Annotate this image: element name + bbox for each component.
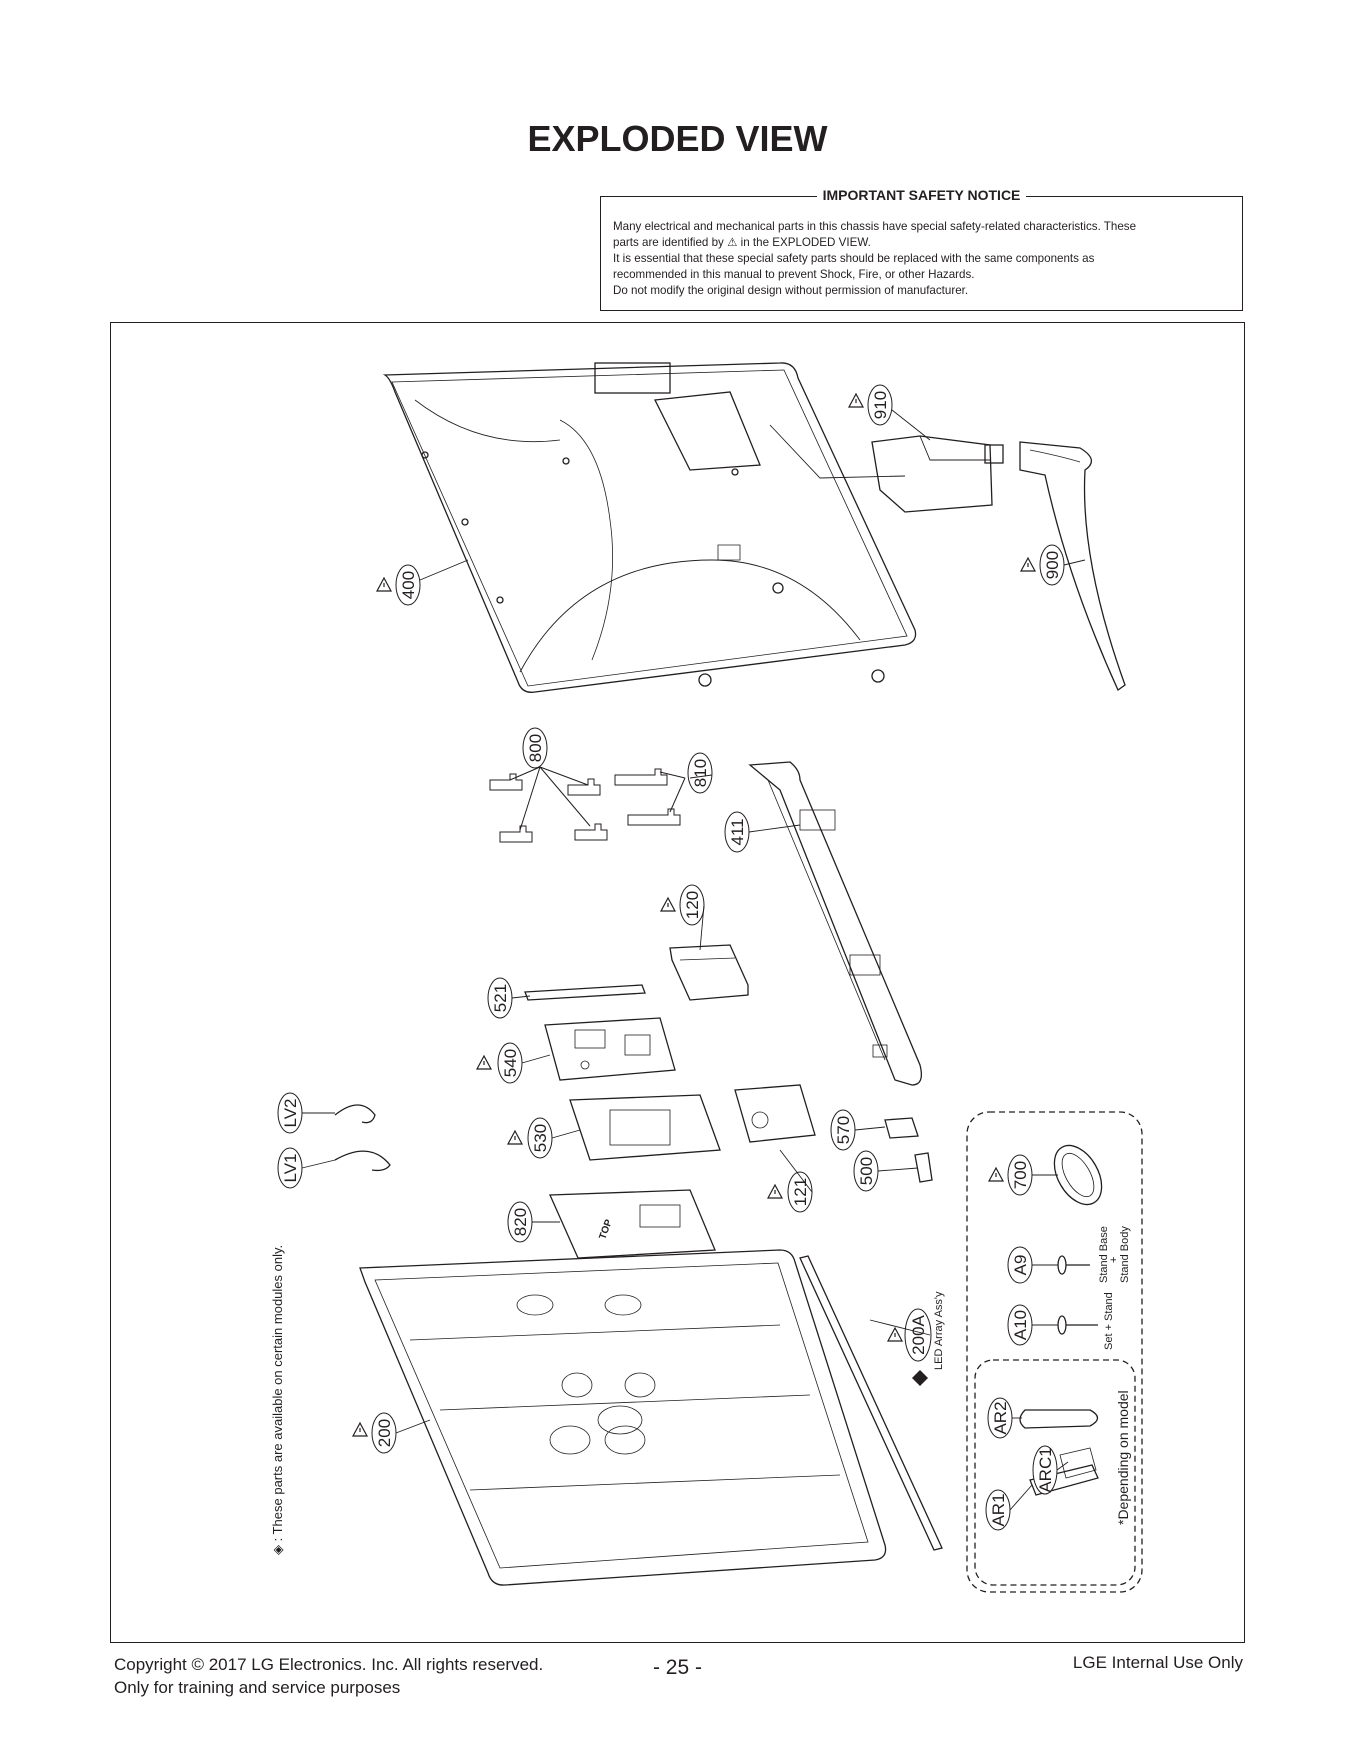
part-number: 121 xyxy=(791,1178,810,1206)
notice-line: It is essential that these special safet… xyxy=(613,252,1095,265)
sheet-820-drawing xyxy=(549,1189,716,1259)
part-number: 910 xyxy=(871,391,890,419)
callout-AR1: AR1 xyxy=(985,1489,1011,1531)
copyright-text: Copyright © 2017 LG Electronics. Inc. Al… xyxy=(114,1655,544,1674)
safety-notice-box: IMPORTANT SAFETY NOTICE Many electrical … xyxy=(600,187,1243,311)
clips-800-drawing xyxy=(489,766,686,843)
callout-120: 120 xyxy=(679,884,705,926)
main-board-drawing xyxy=(544,1017,676,1081)
top-mark: TOP xyxy=(597,1218,614,1241)
safety-notice-title: IMPORTANT SAFETY NOTICE xyxy=(816,187,1027,203)
callout-700: 700 xyxy=(1007,1154,1033,1196)
power-board-drawing xyxy=(569,1084,816,1161)
remote-ar1-drawing xyxy=(1029,1447,1099,1496)
callout-LV2: LV2 xyxy=(277,1092,303,1134)
safety-notice-body: Many electrical and mechanical parts in … xyxy=(613,219,1230,299)
part-number: LV2 xyxy=(281,1099,300,1128)
callout-530: 530 xyxy=(527,1117,553,1159)
callout-820: 820 xyxy=(507,1201,533,1243)
notice-line: recommended in this manual to prevent Sh… xyxy=(613,268,975,281)
internal-use-label: LGE Internal Use Only xyxy=(1072,1653,1243,1672)
callout-200: 200 xyxy=(371,1412,397,1454)
set-stand-label: Set + Stand xyxy=(1103,1292,1115,1350)
callout-910: 910 xyxy=(867,384,893,426)
exploded-view-frame xyxy=(110,322,1245,1643)
screw-a10-drawing xyxy=(1057,1315,1098,1335)
callout-800: 800 xyxy=(522,727,548,769)
cover-411-drawing xyxy=(748,761,923,1086)
part-number: 120 xyxy=(683,891,702,919)
callout-200A: 200A xyxy=(904,1308,932,1362)
part-number: A9 xyxy=(1011,1255,1030,1276)
part-number: 570 xyxy=(834,1116,853,1144)
led-array-label: LED Array Ass'y xyxy=(933,1291,945,1370)
led-bar-drawing xyxy=(799,1255,943,1551)
plus-label: + xyxy=(1108,1257,1120,1263)
notice-line: parts are identified by ⚠ in the EXPLODE… xyxy=(613,236,871,249)
part-number: 820 xyxy=(511,1208,530,1236)
callout-A10: A10 xyxy=(1007,1304,1033,1346)
notice-line: Do not modify the original design withou… xyxy=(613,284,969,297)
footer-copyright: Copyright © 2017 LG Electronics. Inc. Al… xyxy=(114,1653,543,1699)
callout-500: 500 xyxy=(853,1150,879,1192)
callout-810: 810 xyxy=(687,752,713,794)
remote-box xyxy=(974,1359,1136,1586)
callout-900: 900 xyxy=(1039,544,1065,586)
part-number: 500 xyxy=(857,1157,876,1185)
part-number: 540 xyxy=(501,1049,520,1077)
part-number: 411 xyxy=(728,818,747,845)
part-number: 800 xyxy=(526,734,545,762)
callout-LV1: LV1 xyxy=(277,1147,303,1189)
part-120-drawing xyxy=(669,944,749,1001)
callout-411: 411 xyxy=(724,811,750,853)
part-number: AR2 xyxy=(991,1401,1010,1434)
screw-a9-drawing xyxy=(1057,1255,1090,1275)
part-number: ARC1 xyxy=(1036,1447,1055,1492)
callout-570: 570 xyxy=(830,1109,856,1151)
notice-line: Many electrical and mechanical parts in … xyxy=(613,220,1137,233)
accessory-box xyxy=(966,1111,1143,1593)
remote-ar2-drawing xyxy=(1019,1409,1099,1429)
callout-AR2: AR2 xyxy=(987,1397,1013,1439)
callout-521: 521 xyxy=(487,977,513,1019)
diamond-mark xyxy=(912,1370,928,1386)
stand-body-drawing xyxy=(1019,441,1126,691)
part-number: AR1 xyxy=(989,1493,1008,1526)
training-text: Only for training and service purposes xyxy=(114,1678,401,1697)
part-number: 810 xyxy=(691,759,710,787)
part-521-drawing xyxy=(524,984,646,1001)
stand-base-label: Stand Base xyxy=(1098,1226,1110,1283)
lv-cables-drawing xyxy=(334,1104,391,1172)
callout-ARC1: ARC1 xyxy=(1032,1445,1058,1495)
leader-lines xyxy=(301,409,1086,1511)
back-cover-drawing xyxy=(382,362,917,693)
part-number: 400 xyxy=(399,571,418,599)
lcd-module-drawing xyxy=(359,1249,887,1586)
part-number: 200 xyxy=(375,1419,394,1447)
part-number: LV1 xyxy=(281,1154,300,1183)
callouts: 910 900 400 800 810 411 120 xyxy=(270,384,1131,1555)
part-570-500-drawing xyxy=(884,1117,933,1183)
stand-bracket-drawing xyxy=(871,435,1004,513)
part-number: 521 xyxy=(491,984,510,1012)
page-number: - 25 - xyxy=(652,1656,702,1679)
part-number: A10 xyxy=(1011,1310,1030,1340)
callout-540: 540 xyxy=(497,1042,523,1084)
depending-label: *Depending on model xyxy=(1115,1390,1131,1525)
callout-A9: A9 xyxy=(1007,1246,1033,1284)
part-number: 530 xyxy=(531,1124,550,1152)
cable-700-drawing xyxy=(1053,1144,1103,1206)
callout-121: 121 xyxy=(787,1171,813,1213)
modules-note: ◈ : These parts are available on certain… xyxy=(270,1245,285,1555)
page-title: EXPLODED VIEW xyxy=(527,118,828,159)
callout-400: 400 xyxy=(395,564,421,606)
stand-body-label: Stand Body xyxy=(1119,1226,1131,1283)
part-number: 700 xyxy=(1011,1161,1030,1189)
part-number: 200A xyxy=(909,1314,928,1354)
part-number: 900 xyxy=(1043,551,1062,579)
